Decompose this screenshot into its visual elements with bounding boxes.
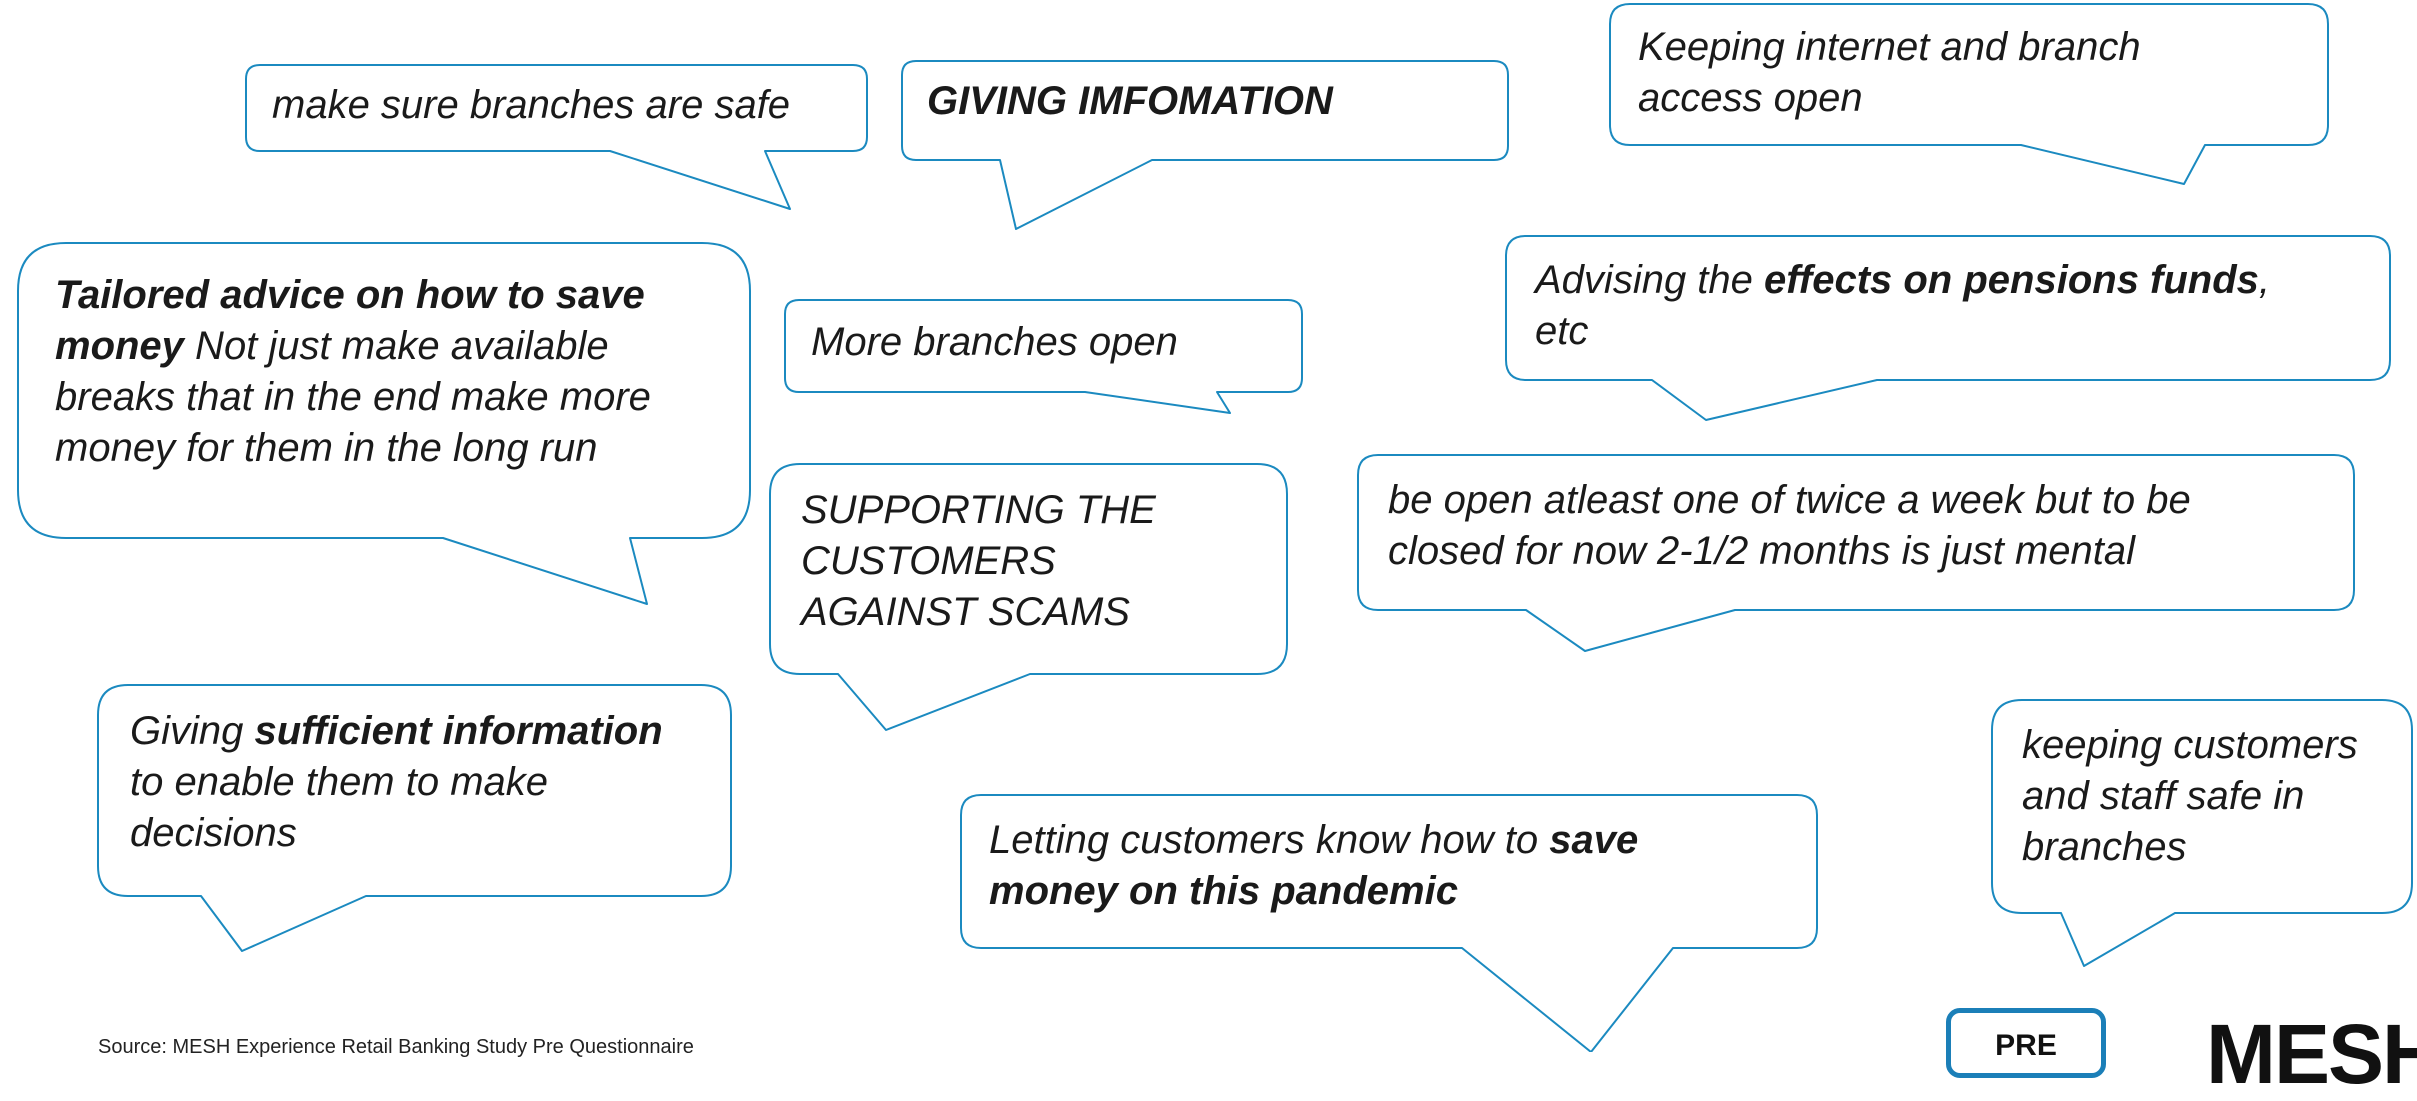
text-segment: make sure branches are safe — [272, 83, 791, 127]
bubble-text-staff-safe: keeping customers and staff safe in bran… — [2022, 720, 2358, 873]
bubble-text-internet-branch: Keeping internet and branch access open — [1638, 22, 2141, 124]
text-segment: Keeping internet and branch access open — [1638, 25, 2141, 120]
text-segment: Letting customers know how to — [989, 818, 1550, 862]
speech-bubble-collage: make sure branches are safe GIVING IMFOMA… — [17, 3, 2413, 1052]
text-segment: , etc — [1535, 258, 2271, 353]
text-segment: be open atleast one of twice a week but … — [1388, 478, 2191, 573]
text-segment: Giving — [130, 709, 255, 753]
bubble-text-save-money: Letting customers know how to save money… — [989, 815, 1638, 917]
mesh-logo: MESH — [2206, 1007, 2417, 1101]
bubble-text-safe-branches: make sure branches are safe — [272, 80, 790, 131]
bold-segment: save money on this pandemic — [989, 818, 1639, 913]
bold-segment: Tailored advice on how to save money — [55, 273, 645, 368]
text-segment: More branches open — [811, 320, 1178, 364]
text-segment: keeping customers and staff safe in bran… — [2022, 723, 2358, 869]
text-segment: Advising the — [1535, 258, 1765, 302]
bubble-text-scams: SUPPORTING THE CUSTOMERS AGAINST SCAMS — [801, 485, 1156, 638]
text-segment: to enable them to make decisions — [130, 760, 549, 855]
text-segment: Not just make available breaks that in t… — [55, 324, 651, 470]
bubble-text-sufficient-info: Giving sufficient information to enable … — [130, 706, 663, 859]
bold-segment: effects on pensions funds — [1764, 258, 2259, 302]
bubble-text-open-twice: be open atleast one of twice a week but … — [1388, 475, 2191, 577]
source-note: Source: MESH Experience Retail Banking S… — [98, 1036, 694, 1058]
bold-segment: sufficient information — [254, 709, 663, 753]
bubble-text-pensions: Advising the effects on pensions funds, … — [1535, 255, 2270, 357]
bubble-text-giving-info: GIVING IMFOMATION — [927, 76, 1333, 127]
bubble-text-more-branches: More branches open — [811, 317, 1178, 368]
bold-segment: GIVING IMFOMATION — [927, 79, 1333, 123]
bubble-text-tailored-advice: Tailored advice on how to save money Not… — [55, 270, 651, 474]
pre-badge: PRE — [1946, 1008, 2106, 1078]
text-segment: SUPPORTING THE CUSTOMERS AGAINST SCAMS — [801, 488, 1156, 634]
